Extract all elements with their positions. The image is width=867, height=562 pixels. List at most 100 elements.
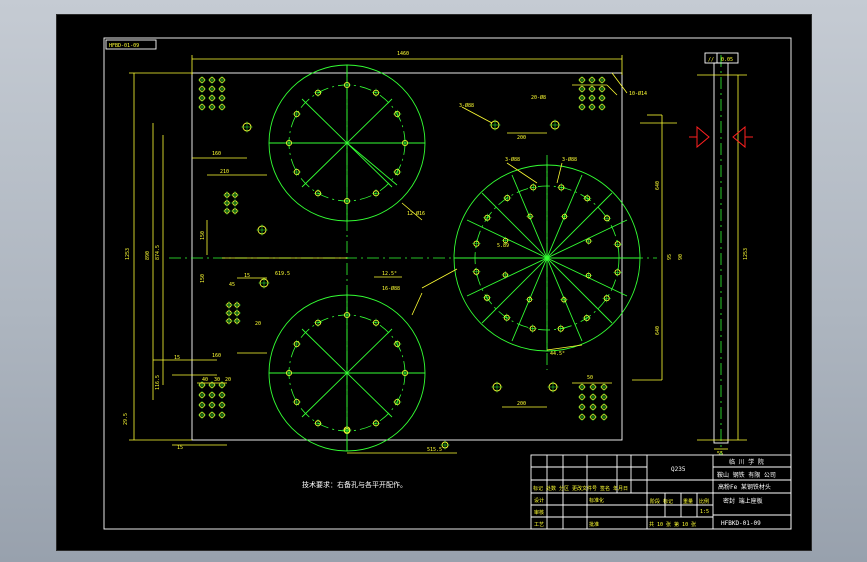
label-check: 审核 (534, 509, 544, 516)
top-left-grid-hole-cross (218, 76, 226, 84)
right-flange-hole-cross (529, 183, 538, 192)
top-right-grid-hole-cross (598, 76, 606, 84)
lower-flange-hole-cross (292, 339, 301, 349)
lower-flange-hole-cross (313, 419, 323, 428)
dim-640a: 640 (655, 181, 661, 190)
code-box (105, 39, 157, 50)
label-std: 标准化 (589, 497, 604, 504)
dim-125: 12.5° (382, 271, 397, 277)
bottom-left-grid-hole-cross (198, 381, 206, 389)
bottom-right-grid-hole-cross (589, 383, 597, 391)
top-left-grid-hole-cross (208, 85, 216, 93)
top-right-grid-hole-cross (598, 85, 606, 93)
bottom-left-grid-hole-cross (218, 401, 226, 409)
top-left-grid-hole-cross (218, 85, 226, 93)
locator-hole-cross (440, 440, 450, 450)
dim-295: 29.5 (123, 413, 129, 425)
locator-hole-cross (241, 121, 253, 133)
label-craft: 工艺 (534, 522, 544, 528)
right-flange-hole-cross (613, 240, 622, 249)
dim-15c: 15 (177, 445, 183, 451)
bottom-left-grid-hole-cross (198, 411, 206, 419)
right-flange-inner-hole-cross (560, 295, 568, 304)
school: 临 川 学 院 (729, 458, 764, 466)
top-left-grid-hole-cross (198, 103, 206, 111)
bottom-left-grid-hole-cross (218, 411, 226, 419)
revision-marks: 标记 处数 分区 更改文件号 签名 年月日 (533, 485, 628, 492)
left-low-grid-hole-cross (225, 309, 233, 317)
bottom-left-grid-hole-cross (218, 381, 226, 389)
title-line1: 高粉Fe 某钢铁材头 (718, 483, 771, 491)
cad-viewport[interactable]: HFBD-01-09 (56, 14, 812, 551)
tolerance-value: 0.05 (721, 57, 733, 63)
bottom-left-grid-hole-cross (208, 391, 216, 399)
drawing-sheet: HFBD-01-09 (103, 37, 792, 530)
callouts: 3-Ø88 3-Ø88 3-Ø88 16-Ø88 10-Ø14 12-Ø16 2… (382, 90, 647, 292)
right-flange-hole-cross (602, 294, 611, 303)
upper-flange (268, 64, 426, 222)
lower-flange-hole-cross (393, 397, 402, 407)
label-weight: 重量 (683, 498, 693, 505)
bottom-left-grid-hole-cross (198, 401, 206, 409)
dim-640b: 640 (655, 326, 661, 335)
right-flange-hole-cross (582, 313, 591, 323)
right-flange-hole-cross (613, 268, 622, 277)
upper-flange-hole-cross (371, 88, 381, 97)
upper-flange-hole-cross (313, 88, 323, 97)
dim-160b: 160 (212, 353, 221, 359)
dimension-lines (129, 55, 677, 454)
lower-flange-hole-cross (371, 318, 381, 327)
lower-flange-hole-cross (400, 368, 410, 378)
upper-flange-hole-cross (393, 167, 402, 177)
dim-1253-left: 1253 (125, 248, 131, 260)
left-low-grid-hole-cross (233, 301, 241, 309)
dim-515: 515.5 (427, 447, 442, 453)
dim-50: 50 (587, 375, 593, 381)
dim-445: 44.5° (550, 351, 565, 357)
bolt-holes (198, 76, 622, 450)
lower-flange-hole-cross (393, 339, 402, 349)
callout-3-d88-b: 3-Ø88 (505, 156, 520, 163)
right-flange-inner-hole-cross (525, 295, 534, 304)
dim-160a: 160 (212, 151, 221, 157)
right-flange-hole-cross (557, 183, 566, 192)
dim-1165: 116.5 (155, 375, 161, 390)
left-low-grid-hole-cross (225, 301, 233, 309)
tech-note: 技术要求：右备孔与各平开配作。 (302, 480, 407, 489)
bottom-right-grid-hole-cross (578, 413, 586, 421)
side-view: 1253 55 // 0.05 (689, 52, 753, 457)
sheet-count: 共 10 张 第 10 张 (649, 521, 696, 528)
top-right-grid-hole-cross (588, 94, 596, 102)
bottom-right-grid-hole-cross (589, 403, 597, 411)
right-flange-inner-hole-cross (526, 212, 534, 221)
right-flange-hole-cross (556, 324, 565, 333)
bottom-right-grid-hole-cross (600, 403, 608, 411)
dim-6195: 619.5 (275, 271, 290, 277)
top-right-grid-hole-cross (588, 103, 596, 111)
dim-1253-right: 1253 (743, 248, 749, 260)
dim-210: 210 (220, 169, 229, 175)
right-flange-hole-cross (483, 213, 492, 222)
bottom-left-grid-hole-cross (208, 381, 216, 389)
callout-3-d88-c: 3-Ø88 (562, 156, 577, 163)
dim-90: 90 (678, 254, 684, 260)
bottom-right-grid-hole-cross (600, 413, 608, 421)
dim-200a: 200 (517, 135, 526, 141)
lower-flange-hole-cross (371, 419, 381, 428)
company: 鞍山 钢铁 有限 公司 (717, 471, 776, 479)
upper-flange-hole-cross (342, 80, 352, 90)
top-right-grid-hole-cross (578, 85, 586, 93)
dim-874: 874.5 (155, 245, 161, 260)
locator-hole-cross (491, 381, 503, 393)
label-ratio: 比例 (699, 498, 709, 505)
callout-16-d88: 16-Ø88 (382, 285, 400, 292)
title-line2: 密封 端上座板 (723, 497, 763, 505)
callout-12-d16: 12-Ø16 (407, 210, 425, 217)
left-mid-grid-hole-cross (223, 191, 231, 199)
top-right-grid-hole-cross (588, 85, 596, 93)
top-right-grid-hole-cross (588, 76, 596, 84)
left-mid-grid-hole-cross (223, 199, 231, 207)
top-left-grid-hole-cross (198, 94, 206, 102)
upper-flange-hole-cross (342, 196, 352, 206)
upper-flange-hole-cross (292, 167, 301, 177)
